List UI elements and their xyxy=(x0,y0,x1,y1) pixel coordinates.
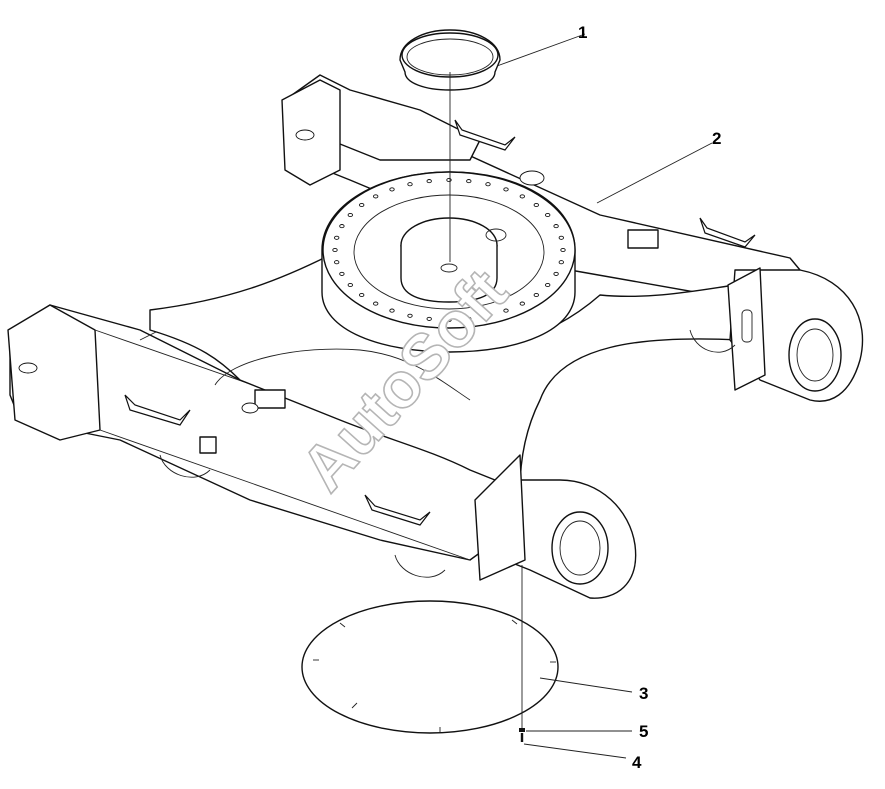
bolt-hole xyxy=(334,235,340,240)
bolt-hole xyxy=(545,282,551,288)
bolt-hole xyxy=(373,194,379,199)
bolt-hole xyxy=(533,202,539,208)
bolt-hole xyxy=(426,316,432,321)
callout-label-3: 3 xyxy=(639,684,648,703)
callout-3: 3 xyxy=(539,677,648,703)
lower-frame xyxy=(7,74,864,599)
bolt-hole xyxy=(560,247,566,253)
bolt-hole xyxy=(373,301,379,306)
bolt-hole xyxy=(533,292,539,298)
bolt-hole xyxy=(334,260,340,265)
bolt-hole xyxy=(558,260,564,265)
bolt-hole xyxy=(446,177,452,183)
bolt-hole xyxy=(359,292,365,298)
bolt-part xyxy=(519,728,525,742)
bolt-hole xyxy=(389,187,395,192)
bolt-hole xyxy=(553,224,559,229)
callout-2: 2 xyxy=(596,129,721,204)
bolt-hole xyxy=(339,224,345,229)
callout-label-2: 2 xyxy=(712,129,721,148)
bolt-hole xyxy=(407,313,413,318)
callout-1: 1 xyxy=(496,23,587,67)
callout-label-1: 1 xyxy=(578,23,587,42)
bolt-hole xyxy=(519,301,525,306)
ring-bolt-holes xyxy=(332,177,566,323)
bolt-hole xyxy=(545,212,551,218)
bolt-hole xyxy=(485,182,491,187)
bolt-hole xyxy=(347,282,353,288)
bolt-hole xyxy=(339,271,345,276)
bolt-hole xyxy=(332,247,338,253)
bolt-hole xyxy=(359,202,365,208)
bolt-hole xyxy=(503,187,509,192)
bolt-hole xyxy=(503,308,509,313)
callout-label-4: 4 xyxy=(632,753,642,772)
bolt-hole xyxy=(466,179,472,184)
bolt-hole xyxy=(407,182,413,187)
bolt-hole xyxy=(466,316,472,321)
bolt-hole xyxy=(519,194,525,199)
callout-4: 4 xyxy=(523,743,642,772)
bolt-hole xyxy=(553,271,559,276)
bolt-hole xyxy=(347,212,353,218)
bolt-hole xyxy=(446,317,452,323)
bolt-hole xyxy=(558,235,564,240)
callout-label-5: 5 xyxy=(639,722,648,741)
grouser-pads xyxy=(124,119,756,526)
slewing-ring-base xyxy=(321,171,576,353)
bolt-hole xyxy=(485,313,491,318)
cover-plate-part xyxy=(301,600,559,734)
callout-5: 5 xyxy=(526,722,648,741)
bolt-hole xyxy=(389,308,395,313)
bolt-hole xyxy=(426,179,432,184)
